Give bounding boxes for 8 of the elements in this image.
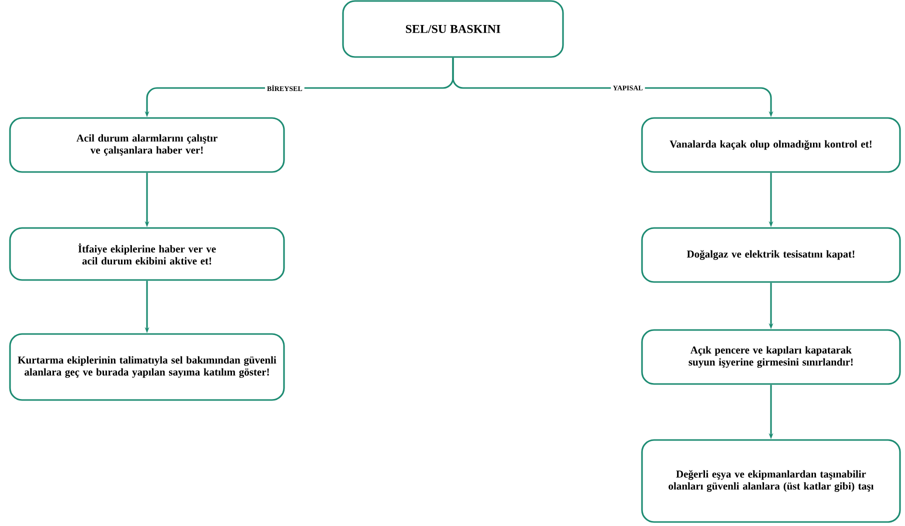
step-box: Acil durum alarmlarını çalıştır ve çalışanlara haber ver! [9, 117, 285, 173]
step-box: SEL/SU BASKINI [342, 0, 564, 58]
step-box: Vanalarda kaçak olup olmadığını kontrol et! [641, 117, 901, 173]
step-box: İtfaiye ekiplerine haber ver ve acil durum ekibini aktive et! [9, 227, 285, 281]
step-box: Açık pencere ve kapıları kapatarak suyun işyerine girmesini sınırlandır! [641, 329, 901, 385]
step-box: Değerli eşya ve ekipmanlardan taşınabilir olanları güvenli alanlara (üst katlar gibi) taşı [641, 439, 901, 523]
step-box: Doğalgaz ve elektrik tesisatını kapat! [641, 227, 901, 283]
step-box: Kurtarma ekiplerinin talimatıyla sel bakımından güvenli alanlara geç ve burada yapılan sayıma katılım göster! [9, 333, 285, 401]
